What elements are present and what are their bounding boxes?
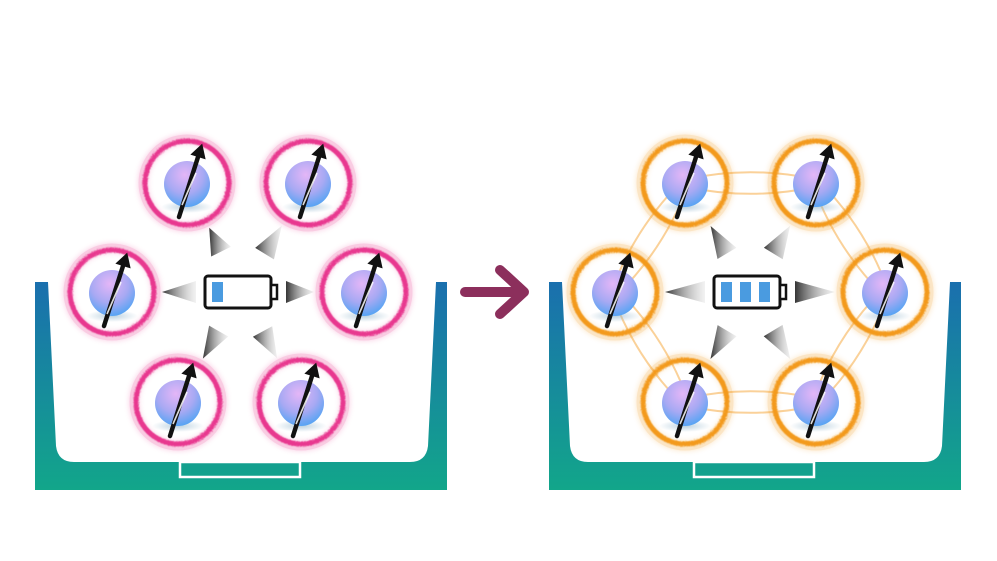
- spin-particle-icon: [63, 243, 161, 341]
- energy-rays: [162, 225, 314, 359]
- spin-particle-icon: [129, 353, 227, 451]
- energy-ray: [665, 281, 705, 303]
- spin-particle-icon: [636, 353, 734, 451]
- energy-ray: [763, 324, 791, 360]
- trap-container-icon: [549, 282, 961, 490]
- energy-ray: [710, 225, 737, 259]
- battery-charge-bar: [212, 282, 223, 302]
- battery-icon: [203, 274, 279, 310]
- energy-ray: [252, 326, 278, 359]
- spin-particle-icon: [767, 134, 865, 232]
- spin-particles: [566, 134, 934, 451]
- uncorrelated-panel: [35, 134, 447, 490]
- coupled-panel: [549, 134, 961, 490]
- battery-icon: [712, 274, 788, 310]
- energy-ray: [255, 225, 282, 260]
- energy-ray: [202, 325, 229, 359]
- energy-ray: [795, 281, 835, 303]
- energy-ray: [763, 225, 791, 260]
- spin-particle-icon: [566, 243, 664, 341]
- spin-particle-icon: [315, 243, 413, 341]
- transition-arrow-icon: [460, 265, 529, 319]
- energy-ray: [209, 227, 231, 257]
- energy-ray: [710, 325, 737, 359]
- spin-particle-icon: [636, 134, 734, 232]
- battery-charge-bar: [721, 282, 732, 302]
- spin-particle-icon: [767, 353, 865, 451]
- spin-particle-icon: [252, 353, 350, 451]
- battery-charge-bar: [740, 282, 751, 302]
- spin-particles: [63, 134, 413, 451]
- trap-container-icon: [35, 282, 447, 490]
- spin-particle-icon: [259, 134, 357, 232]
- battery-charge-bar: [759, 282, 770, 302]
- energy-rays: [665, 225, 835, 360]
- spin-particle-icon: [836, 243, 934, 341]
- spin-particle-icon: [138, 134, 236, 232]
- energy-ray: [162, 281, 196, 303]
- energy-ray: [286, 281, 314, 303]
